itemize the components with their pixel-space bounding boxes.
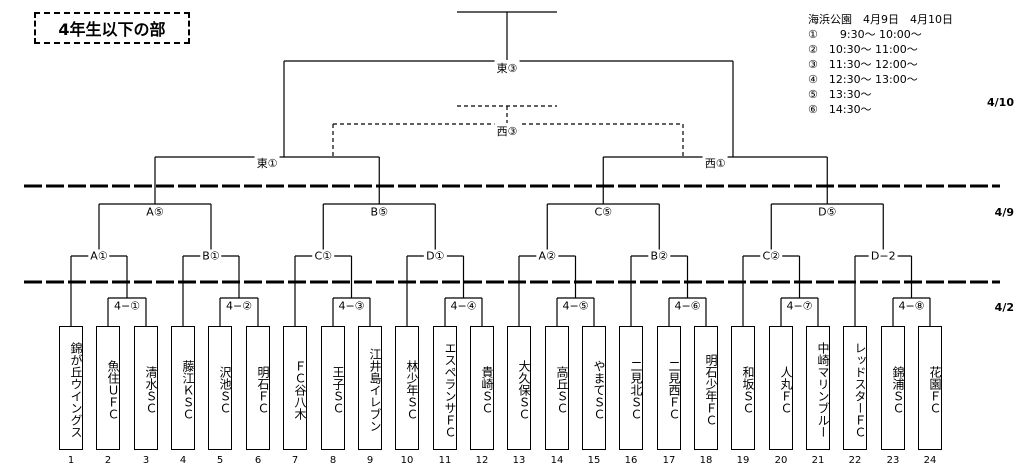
team-box: 清水ＳＣ (134, 326, 158, 450)
schedule-row: ① 9:30～ 10:00～ (808, 28, 922, 41)
team-box: 高丘ＳＣ (545, 326, 569, 450)
team-box: レッドスターＦＣ (843, 326, 867, 450)
team-box: 明石少年ＦＣ (694, 326, 718, 450)
team-number: 21 (811, 455, 825, 466)
match-label-r1: 4−⑧ (896, 299, 927, 313)
team-box: 錦浦ＳＣ (881, 326, 905, 450)
team-box: 和坂ＳＣ (731, 326, 755, 450)
team-box: 二見北ＳＣ (619, 326, 643, 450)
match-label-r1: 4−③ (336, 299, 367, 313)
match-label-r2: C② (760, 249, 783, 263)
match-label-r2: D① (424, 249, 447, 263)
team-number: 8 (329, 455, 337, 466)
schedule-row: ② 10:30～ 11:00～ (808, 43, 918, 56)
match-label-r1: 4−① (111, 299, 143, 313)
team-number: 19 (736, 455, 750, 466)
team-box: 貴崎ＳＣ (470, 326, 494, 450)
schedule-row: ④ 12:30～ 13:00～ (808, 73, 918, 86)
schedule-row: ⑥ 14:30～ (808, 103, 872, 116)
team-box: エスペランサＦＣ (433, 326, 457, 450)
team-number: 24 (923, 455, 937, 466)
page-title: 4年生以下の部 (34, 12, 190, 44)
team-box: 二見西ＦＣ (657, 326, 681, 450)
match-label-r2: A① (88, 249, 110, 263)
team-number: 10 (400, 455, 414, 466)
team-number: 15 (587, 455, 601, 466)
match-label-r2: B① (200, 249, 222, 263)
team-box: 人丸ＦＣ (769, 326, 793, 450)
match-label-r1: 4−⑥ (672, 299, 703, 313)
team-box: やまてＳＣ (582, 326, 606, 450)
team-box: 王子ＳＣ (321, 326, 345, 450)
date-label-apr2: 4/2 (994, 301, 1014, 314)
team-box: 江井島イレブン (358, 326, 382, 450)
match-label-r2: B② (648, 249, 670, 263)
schedule-legend: 海浜公園 4月9日 4月10日 ① 9:30～ 10:00～ ② 10:30～ … (808, 12, 953, 117)
team-box: 沢池ＳＣ (208, 326, 232, 450)
match-label-final: 東③ (494, 60, 520, 76)
team-number: 14 (550, 455, 564, 466)
team-box: 明石ＦＣ (246, 326, 270, 450)
match-label-r3: D⑤ (816, 205, 839, 219)
match-label-r3: A⑤ (144, 205, 166, 219)
team-number: 1 (67, 455, 75, 466)
match-label-r1: 4−④ (448, 299, 479, 313)
match-label-r1: 4−② (223, 299, 255, 313)
match-label-r3: B⑤ (368, 205, 390, 219)
team-number: 2 (104, 455, 112, 466)
team-number: 16 (624, 455, 638, 466)
team-number: 20 (774, 455, 788, 466)
team-box: ＦＣ谷八木 (283, 326, 307, 450)
match-label-r4: 西① (702, 155, 728, 171)
schedule-row: ⑤ 13:30～ (808, 88, 872, 101)
date-label-apr9: 4/9 (994, 206, 1014, 219)
schedule-row: ③ 11:30～ 12:00～ (808, 58, 918, 71)
team-number: 22 (848, 455, 862, 466)
team-number: 13 (512, 455, 526, 466)
team-number: 18 (699, 455, 713, 466)
team-number: 6 (254, 455, 262, 466)
team-number: 3 (142, 455, 150, 466)
match-label-r3: C⑤ (592, 205, 615, 219)
team-number: 9 (366, 455, 374, 466)
match-label-r2: D−2 (868, 249, 898, 263)
match-label-r1: 4−⑦ (784, 299, 815, 313)
team-box: 花園ＦＣ (918, 326, 942, 450)
schedule-header: 海浜公園 4月9日 4月10日 (808, 13, 953, 26)
team-number: 11 (438, 455, 452, 466)
team-number: 23 (886, 455, 900, 466)
match-label-r1: 4−⑤ (560, 299, 591, 313)
team-number: 17 (662, 455, 676, 466)
match-label-r4: 東① (254, 155, 280, 171)
team-number: 5 (216, 455, 224, 466)
match-label-r2: C① (312, 249, 335, 263)
team-number: 7 (291, 455, 299, 466)
team-box: 林少年ＳＣ (395, 326, 419, 450)
team-number: 12 (475, 455, 489, 466)
team-box: 中崎マリンブルー (806, 326, 830, 450)
team-box: 藤江ＫＳＣ (171, 326, 195, 450)
match-label-third: 西③ (494, 123, 520, 139)
team-box: 魚住ＵＦＣ (96, 326, 120, 450)
team-number: 4 (179, 455, 187, 466)
team-box: 錦が丘ウイングス (59, 326, 83, 450)
date-label-apr10: 4/10 (987, 96, 1014, 109)
match-label-r2: A② (536, 249, 558, 263)
team-box: 大久保ＳＣ (507, 326, 531, 450)
